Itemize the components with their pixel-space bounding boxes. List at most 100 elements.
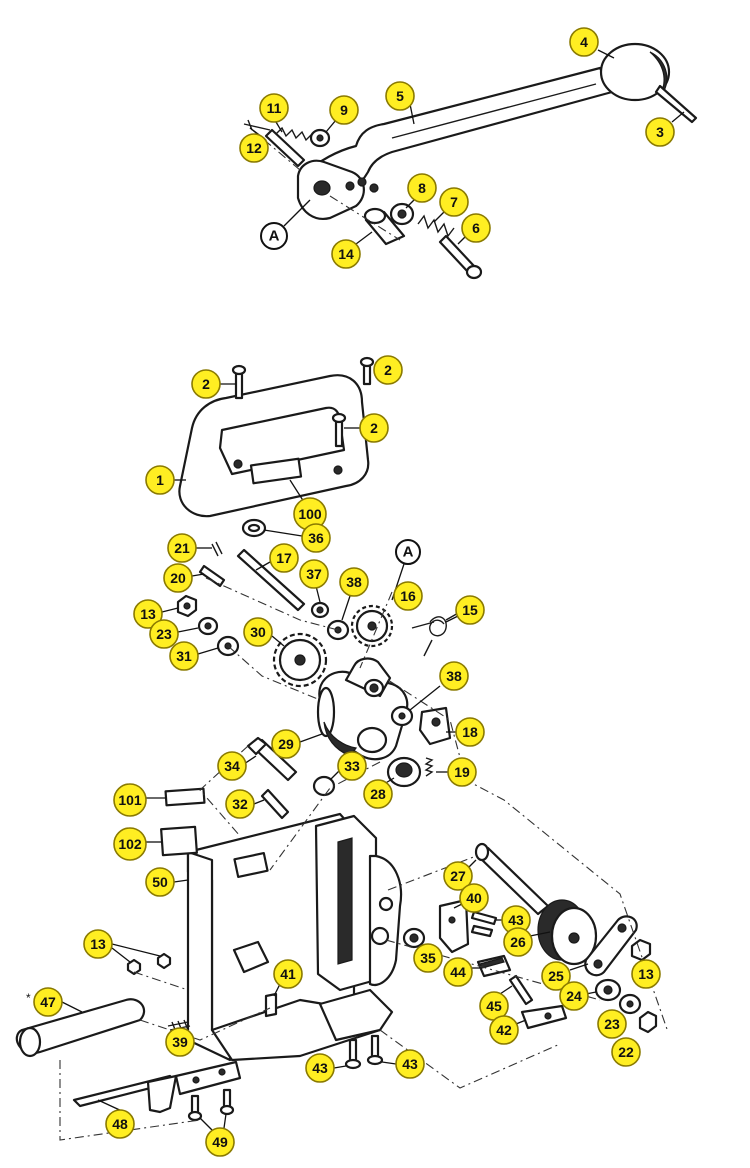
screw-43a-head xyxy=(344,1058,362,1070)
callout-3-text: 3 xyxy=(656,124,664,140)
callout-36: 36 xyxy=(263,523,331,553)
hub-hole-3 xyxy=(357,177,367,187)
spacer-38b-hole xyxy=(398,712,406,720)
screw-hole-right xyxy=(333,465,343,475)
bolt-34-head xyxy=(246,736,268,756)
callout-11-text: 11 xyxy=(267,100,282,116)
callout-43b-text: 43 xyxy=(402,1056,418,1072)
dash-1 xyxy=(205,577,339,631)
callout-24-text: 24 xyxy=(566,988,582,1004)
frame-detail-block xyxy=(232,940,270,974)
roller-28-face xyxy=(395,762,413,778)
callout-38a-text: 38 xyxy=(346,574,362,590)
blade-42-hole xyxy=(544,1012,552,1020)
callout-43b: 43 xyxy=(381,1049,425,1079)
callout-9: 9 xyxy=(325,95,359,133)
link-25-hole-2 xyxy=(593,959,603,969)
clevis-pin-20 xyxy=(198,564,226,588)
spring-11-body xyxy=(264,128,306,168)
grip-end xyxy=(18,1026,42,1058)
plunger-6-tip xyxy=(465,264,483,280)
screw-2a xyxy=(234,370,244,400)
housing-lug-hole-inner xyxy=(369,683,379,693)
callout-37-text: 37 xyxy=(306,566,322,582)
label-102 xyxy=(160,825,198,857)
callout-41-text: 41 xyxy=(280,966,296,982)
callout-14: 14 xyxy=(331,231,373,269)
callout-39: 39 xyxy=(165,1027,195,1057)
frame-hole-2 xyxy=(370,926,390,946)
callout-47-text: 47 xyxy=(40,994,56,1010)
callout-34: 34 xyxy=(217,751,257,781)
pin-32 xyxy=(260,788,290,820)
callout-30-text: 30 xyxy=(250,624,266,640)
ref-a-gear-text: A xyxy=(403,544,414,561)
ref-a-gear: A xyxy=(391,539,421,601)
callout-42-text: 42 xyxy=(496,1022,512,1038)
callout-50: 50 xyxy=(145,867,189,897)
nut-13c xyxy=(156,952,172,970)
callout-43a: 43 xyxy=(305,1053,347,1083)
dash-10 xyxy=(59,1060,201,1141)
callout-42: 42 xyxy=(489,1015,527,1045)
callout-48: 48 xyxy=(97,1099,135,1139)
shaft-27-end xyxy=(474,842,490,862)
label-101 xyxy=(164,787,206,807)
pawl-18-hole xyxy=(431,717,441,727)
callout-40: 40 xyxy=(453,883,489,913)
spring-19 xyxy=(424,757,434,777)
dash-3 xyxy=(359,591,393,669)
callout-18: 18 xyxy=(446,717,485,747)
callout-13b: 13 xyxy=(83,929,161,963)
callout-28: 28 xyxy=(363,777,395,809)
dash-4 xyxy=(387,679,669,1033)
callout-48-text: 48 xyxy=(112,1116,128,1132)
ref-a-top: A xyxy=(260,199,311,250)
callout-36-text: 36 xyxy=(308,530,324,546)
callout-29: 29 xyxy=(271,729,323,759)
callout-7-text: 7 xyxy=(450,194,458,210)
callout-13c: 13 xyxy=(631,959,661,989)
washer-36-hole xyxy=(247,523,261,533)
callout-38a: 38 xyxy=(339,567,369,621)
callout-31-text: 31 xyxy=(176,648,192,664)
washer-23a-hole xyxy=(204,622,212,630)
callout-2a: 2 xyxy=(191,369,236,399)
callout-8-text: 8 xyxy=(418,180,426,196)
callout-45: 45 xyxy=(479,985,513,1021)
callout-2c-text: 2 xyxy=(370,420,378,436)
nut-13d xyxy=(630,938,652,962)
bushing-8-hole xyxy=(397,209,407,219)
washer-24-hole xyxy=(603,985,613,995)
bracket-40-hole xyxy=(448,916,456,924)
callout-41: 41 xyxy=(273,959,303,997)
callout-22-text: 22 xyxy=(618,1044,634,1060)
dash-9 xyxy=(379,1029,561,1089)
stud-41 xyxy=(264,992,278,1018)
housing-bore xyxy=(356,726,388,754)
gear-30-hole xyxy=(294,654,306,666)
callout-33: 33 xyxy=(329,751,367,781)
callout-49-text: 49 xyxy=(212,1134,228,1150)
callout-19: 19 xyxy=(436,757,477,787)
callout-13a: 13 xyxy=(133,599,179,629)
callout-23b: 23 xyxy=(597,1009,627,1039)
screw-43b xyxy=(370,1034,380,1060)
callout-34-text: 34 xyxy=(224,758,240,774)
callout-38b: 38 xyxy=(409,661,469,711)
callout-29-text: 29 xyxy=(278,736,294,752)
nut-13b xyxy=(126,958,142,976)
bracket-48-hook xyxy=(146,1074,178,1114)
screw-2b-head xyxy=(359,356,375,368)
knob-pin xyxy=(654,84,698,124)
callout-31: 31 xyxy=(169,641,219,671)
callout-8: 8 xyxy=(405,173,437,209)
callout-17: 17 xyxy=(255,543,299,573)
callout-22: 22 xyxy=(611,1037,641,1067)
release-lever xyxy=(15,998,242,1122)
callout-1-text: 1 xyxy=(156,472,164,488)
callout-6-text: 6 xyxy=(472,220,480,236)
screw-2c-head xyxy=(331,412,347,424)
torsion-spring-15 xyxy=(411,611,461,657)
callout-5-text: 5 xyxy=(396,88,404,104)
